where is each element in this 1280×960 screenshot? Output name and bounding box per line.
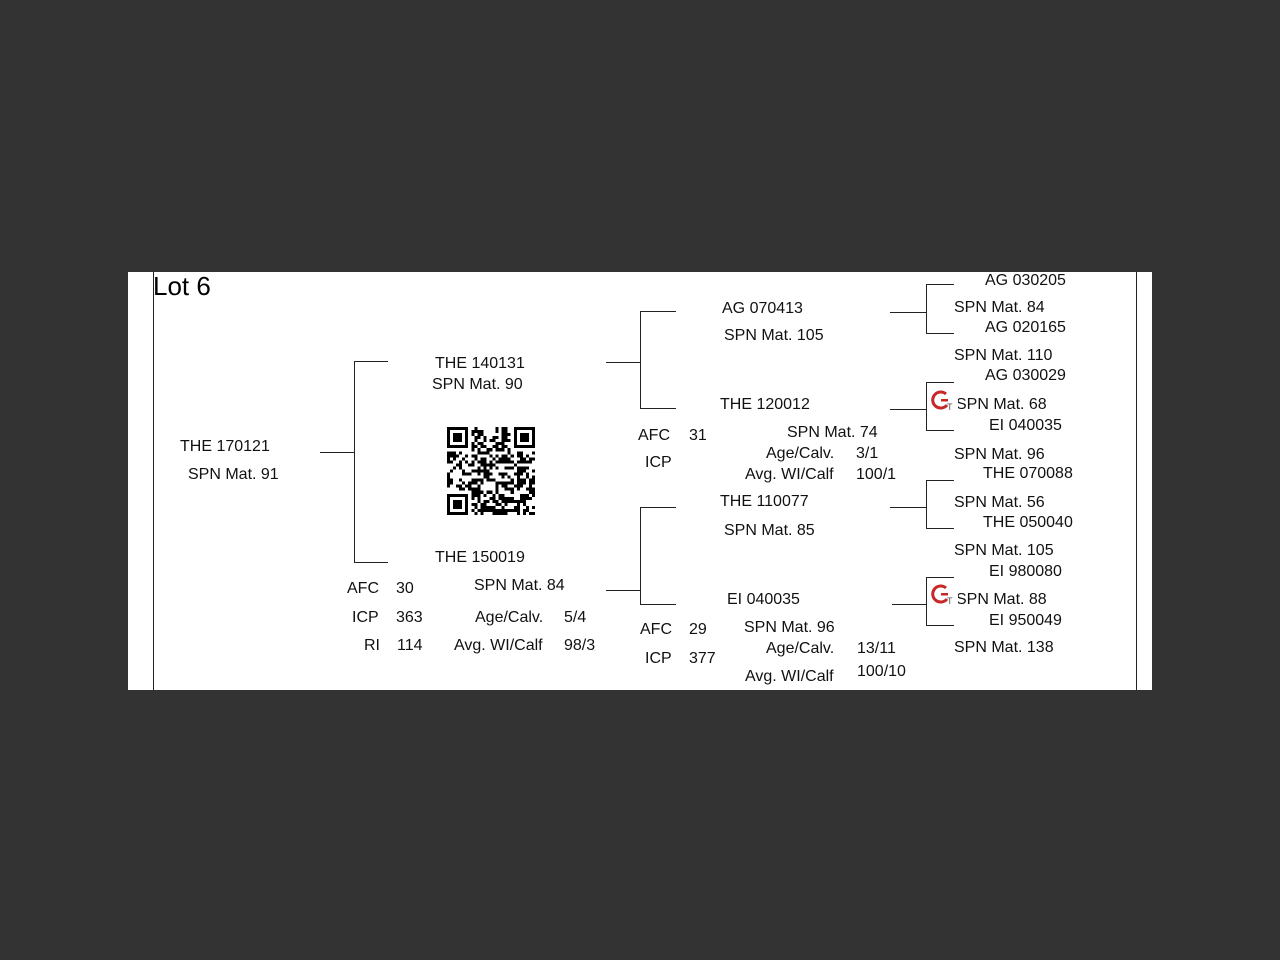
dam-sire-spn: SPN Mat. 85 bbox=[724, 522, 815, 539]
ggp-1-id: AG 030205 bbox=[985, 272, 1066, 289]
svg-text:T: T bbox=[947, 402, 953, 412]
dam-age-value: 5/4 bbox=[564, 609, 587, 626]
dam-dam-wi-label: Avg. WI/Calf bbox=[745, 668, 834, 685]
dam-dam-id: EI 040035 bbox=[727, 591, 800, 608]
pedigree-page: Lot 6 THE 170121 SPN Mat. 91 THE 140131 … bbox=[128, 272, 1152, 690]
ggp-8-id: EI 950049 bbox=[989, 612, 1062, 629]
ggp-6-spn: SPN Mat. 105 bbox=[954, 542, 1054, 559]
dam-dam-icp-label: ICP bbox=[645, 650, 672, 667]
ggp-5-id: THE 070088 bbox=[983, 465, 1073, 482]
ggp-1-spn: SPN Mat. 84 bbox=[954, 299, 1045, 316]
gt-logo-icon: T bbox=[928, 582, 958, 608]
ggp-3-id: AG 030029 bbox=[985, 367, 1066, 384]
ggp-6-id: THE 050040 bbox=[983, 514, 1073, 531]
sire-dam-spn: SPN Mat. 74 bbox=[787, 424, 878, 441]
ggp-8-spn: SPN Mat. 138 bbox=[954, 639, 1054, 656]
sire-dam-icp-label: ICP bbox=[645, 454, 672, 471]
ggp-5-spn: SPN Mat. 56 bbox=[954, 494, 1045, 511]
svg-text:T: T bbox=[947, 596, 953, 606]
sire-sire-id: AG 070413 bbox=[722, 300, 803, 317]
dam-ri-label: RI bbox=[364, 637, 380, 654]
dam-dam-afc-label: AFC bbox=[640, 621, 672, 638]
ggp-4-spn: SPN Mat. 96 bbox=[954, 446, 1045, 463]
pedigree-lines bbox=[153, 272, 1137, 690]
sire-spn: SPN Mat. 90 bbox=[432, 376, 523, 393]
dam-ri-value: 114 bbox=[397, 637, 423, 654]
ggp-7-id: EI 980080 bbox=[989, 563, 1062, 580]
dam-afc-label: AFC bbox=[347, 580, 379, 597]
sire-dam-age-value: 3/1 bbox=[856, 445, 879, 462]
ggp-2-spn: SPN Mat. 110 bbox=[954, 347, 1053, 364]
dam-wi-label: Avg. WI/Calf bbox=[454, 637, 543, 654]
animal-spn: SPN Mat. 91 bbox=[188, 466, 279, 483]
dam-icp-value: 363 bbox=[396, 609, 423, 626]
qr-code-icon bbox=[447, 427, 535, 515]
sire-dam-id: THE 120012 bbox=[720, 396, 810, 413]
ggp-3-spn: SPN Mat. 68 bbox=[956, 396, 1047, 413]
dam-id: THE 150019 bbox=[435, 549, 525, 566]
dam-sire-id: THE 110077 bbox=[720, 493, 809, 510]
dam-dam-age-label: Age/Calv. bbox=[766, 640, 835, 657]
dam-dam-wi-value: 100/10 bbox=[857, 663, 906, 680]
ggp-7-spn: SPN Mat. 88 bbox=[956, 591, 1047, 608]
dam-spn: SPN Mat. 84 bbox=[474, 577, 565, 594]
animal-id: THE 170121 bbox=[180, 438, 270, 455]
sire-dam-age-label: Age/Calv. bbox=[766, 445, 835, 462]
dam-dam-spn: SPN Mat. 96 bbox=[744, 619, 835, 636]
dam-dam-afc-value: 29 bbox=[689, 621, 707, 638]
sire-dam-afc-value: 31 bbox=[689, 427, 707, 444]
gt-logo-icon: T bbox=[928, 388, 958, 414]
dam-afc-value: 30 bbox=[396, 580, 414, 597]
lot-title: Lot 6 bbox=[153, 272, 211, 301]
sire-dam-afc-label: AFC bbox=[638, 427, 670, 444]
dam-dam-icp-value: 377 bbox=[689, 650, 716, 667]
sire-dam-wi-label: Avg. WI/Calf bbox=[745, 466, 834, 483]
sire-sire-spn: SPN Mat. 105 bbox=[724, 327, 824, 344]
dam-icp-label: ICP bbox=[352, 609, 379, 626]
dam-wi-value: 98/3 bbox=[564, 637, 596, 654]
ggp-4-id: EI 040035 bbox=[989, 417, 1062, 434]
dam-age-label: Age/Calv. bbox=[475, 609, 544, 626]
dam-dam-age-value: 13/11 bbox=[857, 640, 896, 657]
ggp-2-id: AG 020165 bbox=[985, 319, 1066, 336]
sire-id: THE 140131 bbox=[435, 355, 525, 372]
sire-dam-wi-value: 100/1 bbox=[856, 466, 897, 483]
